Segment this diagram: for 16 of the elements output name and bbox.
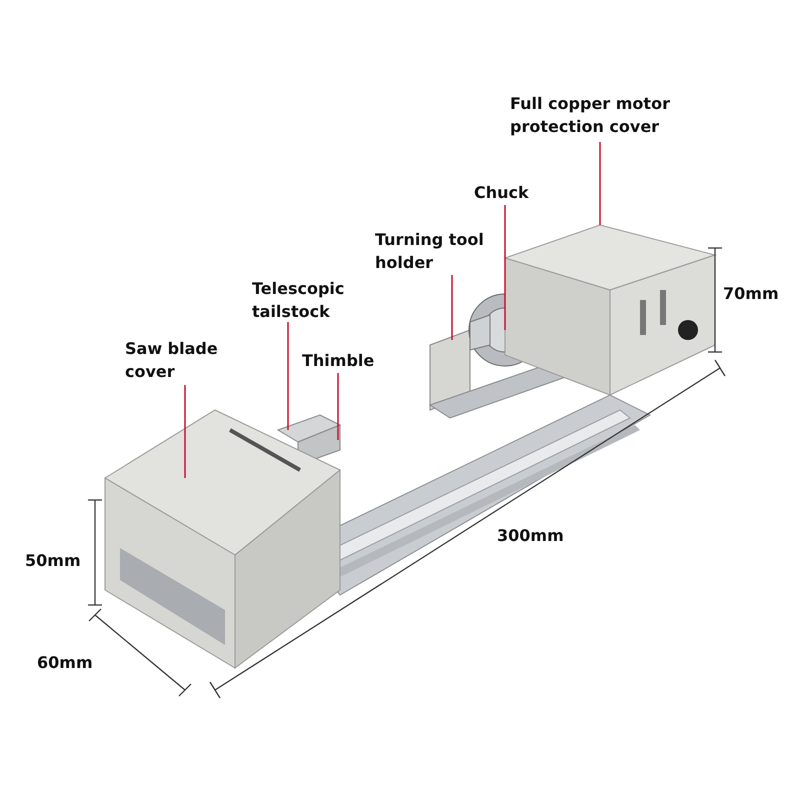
- leader-line: [287, 322, 289, 430]
- dimension-label: 70mm: [723, 283, 779, 305]
- callout-label: Saw blade cover: [125, 337, 245, 383]
- dimension-label: 50mm: [25, 550, 81, 572]
- leader-line: [451, 275, 453, 340]
- leader-line: [504, 205, 506, 330]
- leader-line: [184, 385, 186, 478]
- dimension-label: 300mm: [497, 525, 564, 547]
- leader-line: [599, 142, 601, 225]
- callout-label: Telescopic tailstock: [252, 277, 382, 323]
- dimension-label: 60mm: [37, 652, 93, 674]
- callout-label: Turning tool holder: [375, 228, 505, 274]
- callout-label: Full copper motor protection cover: [510, 92, 710, 138]
- callout-label: Chuck: [474, 181, 554, 204]
- leader-line: [337, 373, 339, 440]
- callout-label: Thimble: [302, 349, 402, 372]
